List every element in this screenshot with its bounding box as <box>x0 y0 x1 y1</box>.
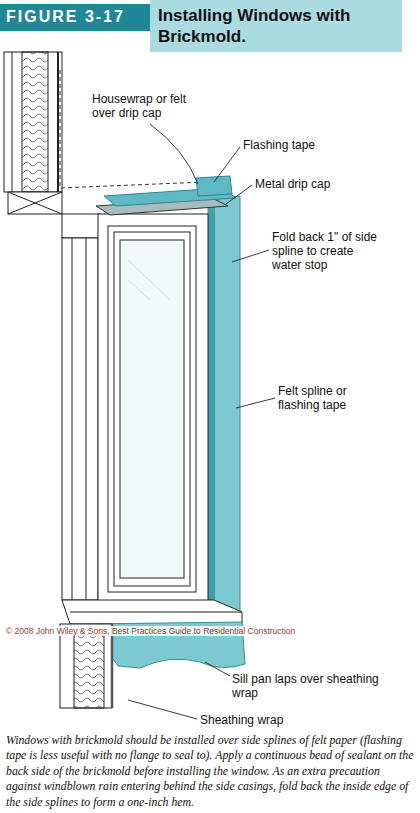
title-band <box>150 0 402 52</box>
callout-label: Housewrap or felt over drip cap <box>92 92 204 120</box>
head-jamb <box>62 214 100 238</box>
figure-number: FIGURE 3-17 <box>6 8 148 26</box>
figure-title: Installing Windows with Brickmold. <box>158 5 398 47</box>
flashing-tape-tab <box>196 176 232 196</box>
copyright-watermark: © 2008 John Wiley & Sons, Best Practices… <box>6 626 346 636</box>
callout-label: Felt spline or flashing tape <box>278 384 390 412</box>
callout-label: Metal drip cap <box>255 177 405 191</box>
callout-label: Sheathing wrap <box>200 713 350 727</box>
callout-label: Flashing tape <box>243 138 393 152</box>
figure-tag <box>0 4 150 31</box>
window-sill <box>62 600 242 624</box>
callout-label: Fold back 1" of side spline to create wa… <box>272 230 384 272</box>
lower-wall <box>60 624 112 708</box>
callout-label: Sill pan laps over sheathing wrap <box>232 672 382 700</box>
upper-wall <box>4 52 62 214</box>
spline-fold <box>208 199 215 626</box>
brickmold-window <box>98 214 208 602</box>
figure-caption: Windows with brickmold should be install… <box>6 733 416 810</box>
housewrap <box>60 70 205 188</box>
side-jamb <box>62 238 98 600</box>
